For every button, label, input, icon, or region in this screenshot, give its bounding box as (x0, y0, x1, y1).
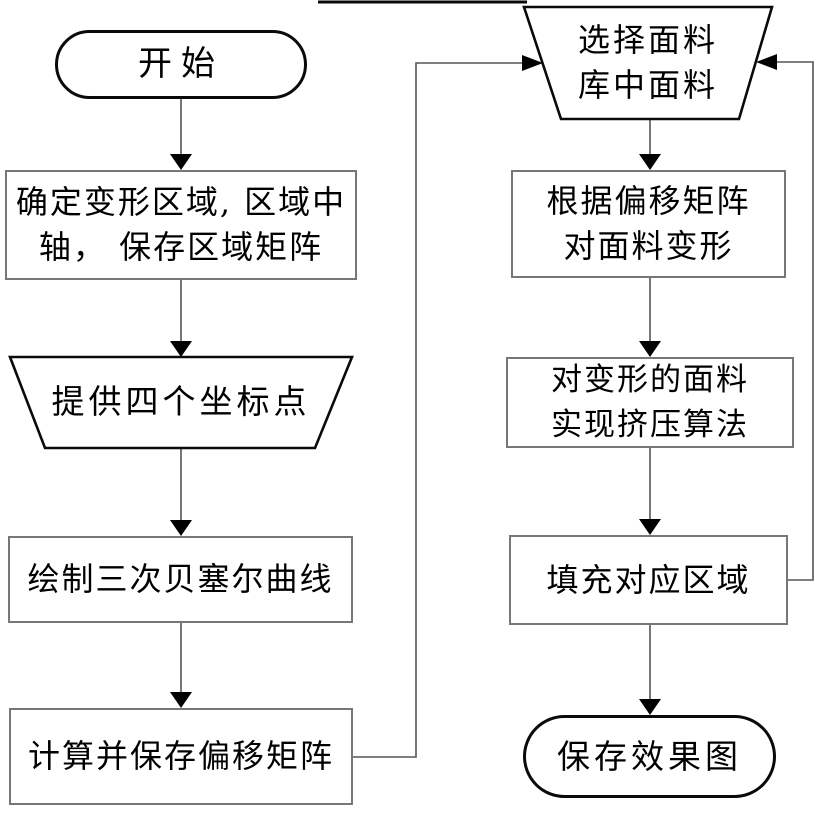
arrowhead-fill-to-end (639, 699, 661, 715)
fill-region-label: 填充对应区域 (546, 560, 751, 599)
arrowhead-squeeze-to-fill (639, 519, 661, 535)
squeeze-algorithm-line1: 对变形的面料 (551, 362, 749, 399)
provide-points-label: 提供四个坐标点 (51, 382, 311, 422)
arrowhead-matrix-to-select (522, 55, 543, 71)
end-label: 保存效果图 (557, 736, 742, 776)
draw-bezier-node: 绘制三次贝塞尔曲线 (8, 536, 353, 623)
connector-matrix-to-select (353, 62, 538, 758)
deform-fabric-line2: 对面料变形 (563, 227, 734, 265)
start-label: 开始 (138, 44, 224, 85)
connector-fill-feedback (760, 61, 814, 581)
compute-matrix-label: 计算并保存偏移矩阵 (27, 737, 334, 776)
select-fabric-line1: 选择面料 (577, 20, 718, 59)
select-fabric-line2: 库中面料 (577, 66, 718, 104)
define-region-line1: 确定变形区域, 区域中 (15, 182, 347, 221)
squeeze-algorithm-node: 对变形的面料 实现挤压算法 (506, 357, 794, 448)
deform-fabric-line1: 根据偏移矩阵 (546, 181, 751, 220)
select-fabric-node: 选择面料 库中面料 (524, 7, 772, 119)
trapezoid-select-fabric (522, 5, 774, 121)
define-region-node: 确定变形区域, 区域中 轴， 保存区域矩阵 (5, 170, 357, 280)
arrowhead-feedback-to-select (756, 54, 777, 70)
arrowhead-bezier-to-matrix (170, 692, 192, 708)
compute-matrix-node: 计算并保存偏移矩阵 (9, 708, 353, 805)
arrowhead-start-to-define (170, 154, 192, 170)
fill-region-node: 填充对应区域 (509, 535, 788, 625)
arrowhead-deform-to-squeeze (639, 341, 661, 357)
deform-fabric-node: 根据偏移矩阵 对面料变形 (511, 170, 786, 278)
end-node: 保存效果图 (523, 715, 776, 798)
squeeze-algorithm-line2: 实现挤压算法 (551, 406, 749, 443)
start-node: 开始 (55, 30, 307, 99)
provide-points-node: 提供四个坐标点 (10, 357, 352, 448)
arrowhead-points-to-bezier (170, 520, 192, 536)
arrowhead-define-to-points (170, 341, 192, 357)
define-region-line2: 轴， 保存区域矩阵 (38, 228, 324, 266)
arrowhead-select-to-deform (639, 154, 661, 170)
draw-bezier-label: 绘制三次贝塞尔曲线 (27, 560, 334, 599)
trapezoid-provide-points (8, 355, 354, 450)
